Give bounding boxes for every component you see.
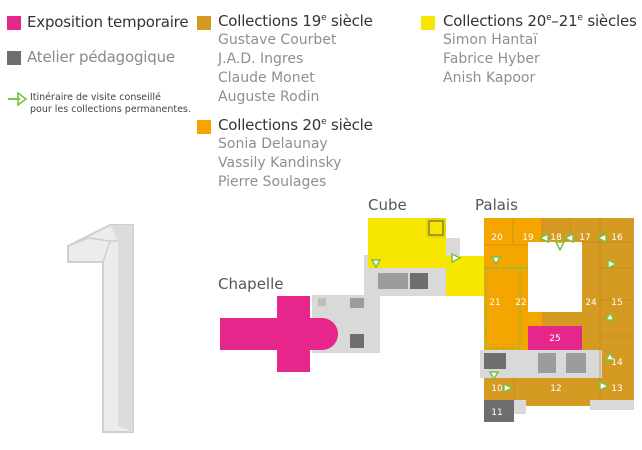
room-number: 15 <box>611 298 622 308</box>
artist: Pierre Soulages <box>218 174 327 190</box>
artist: Simon Hantaï <box>443 32 538 48</box>
room-numbers: 20 19 18 17 16 23 24 15 21 22 25 14 10 1… <box>489 233 623 418</box>
c2021-artist-list: Simon Hantaï Fabrice Hyber Anish Kapoor <box>443 31 540 88</box>
chapelle-label: Chapelle <box>218 275 284 293</box>
cube-building <box>368 218 484 296</box>
room-number: 19 <box>522 233 534 243</box>
itinerary-line-2: pour les collections permanentes. <box>30 104 191 115</box>
c2021-legend-title: Collections 20e–21e siècles <box>443 12 637 30</box>
room-number: 11 <box>491 408 502 418</box>
c19-swatch <box>197 16 211 30</box>
expo-swatch <box>7 16 21 30</box>
c2021-swatch <box>421 16 435 30</box>
c19-legend-title: Collections 19e siècle <box>218 12 373 30</box>
artist: Sonia Delaunay <box>218 136 328 152</box>
expo-legend-label: Exposition temporaire <box>27 13 189 31</box>
room-number: 17 <box>579 233 590 243</box>
c19-artist-list: Gustave Courbet J.A.D. Ingres Claude Mon… <box>218 31 336 107</box>
c20-swatch <box>197 120 211 134</box>
palais-building <box>370 218 634 422</box>
palais-label: Palais <box>475 196 518 214</box>
artist: Fabrice Hyber <box>443 51 540 67</box>
artist: Auguste Rodin <box>218 89 320 105</box>
chapelle-cross <box>220 296 338 372</box>
room-number: 10 <box>491 384 503 394</box>
room-number: 24 <box>585 298 597 308</box>
room-number: 25 <box>549 334 560 344</box>
c20-artist-list: Sonia Delaunay Vassily Kandinsky Pierre … <box>218 135 341 192</box>
c20-legend-title: Collections 20e siècle <box>218 116 373 134</box>
artist: J.A.D. Ingres <box>218 51 304 67</box>
itinerary-line-1: Itinéraire de visite conseillé <box>30 92 161 103</box>
atelier-swatch <box>7 51 21 65</box>
artist: Vassily Kandinsky <box>218 155 342 171</box>
floor-number-one <box>67 224 134 433</box>
room-number: 13 <box>611 384 622 394</box>
room-number: 22 <box>515 298 526 308</box>
cube-label: Cube <box>368 196 407 214</box>
room-number: 14 <box>611 358 623 368</box>
room-number: 12 <box>550 384 561 394</box>
itinerary-legend-text: Itinéraire de visite conseillé pour les … <box>30 92 191 116</box>
room-number: 18 <box>550 233 562 243</box>
artist: Anish Kapoor <box>443 70 536 86</box>
atelier-legend-label: Atelier pédagogique <box>27 48 175 66</box>
artist: Claude Monet <box>218 70 315 86</box>
room-number: 16 <box>611 233 623 243</box>
room-number: 23 <box>564 257 575 267</box>
room-number: 20 <box>491 233 503 243</box>
room-number: 21 <box>489 298 500 308</box>
artist: Gustave Courbet <box>218 32 337 48</box>
